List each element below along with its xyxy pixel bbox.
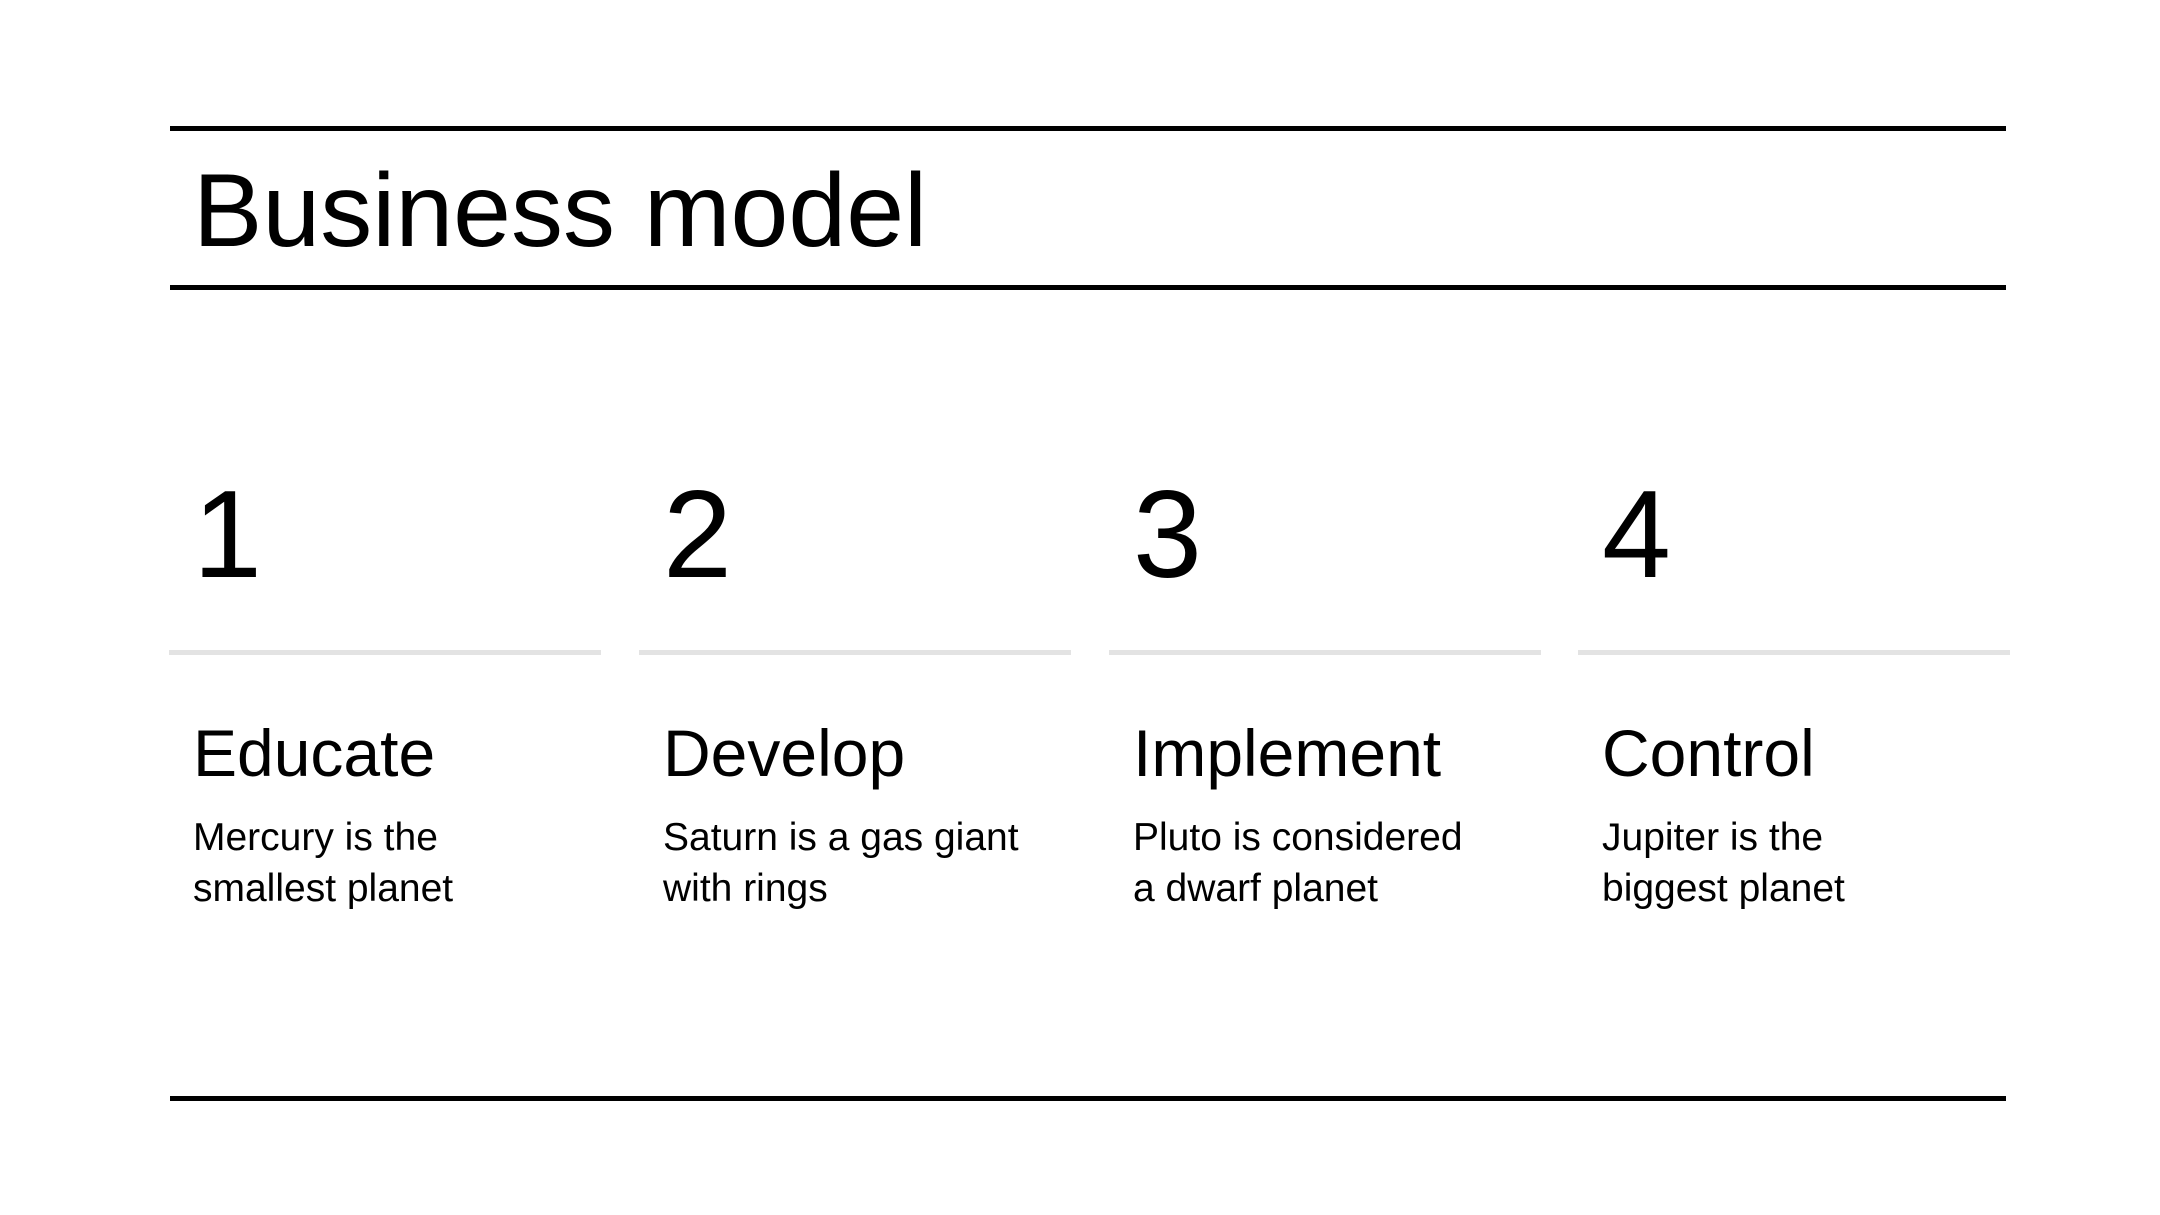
step-description-line: Saturn is a gas giant bbox=[663, 816, 1019, 859]
title-underline-rule bbox=[170, 285, 2006, 290]
step-heading: Educate bbox=[193, 716, 436, 790]
step-description: Mercury is the smallest planet bbox=[193, 812, 613, 914]
step-divider bbox=[639, 650, 1071, 655]
step-description: Pluto is considered a dwarf planet bbox=[1133, 812, 1553, 914]
step-description-line: Pluto is considered bbox=[1133, 816, 1463, 859]
bottom-rule bbox=[170, 1096, 2006, 1101]
step-description: Saturn is a gas giant with rings bbox=[663, 812, 1083, 914]
step-description-line: with rings bbox=[663, 867, 828, 910]
step-heading: Implement bbox=[1133, 716, 1442, 790]
top-rule bbox=[170, 126, 2006, 131]
step-description-line: Jupiter is the bbox=[1602, 816, 1824, 859]
step-heading: Control bbox=[1602, 716, 1815, 790]
step-description-line: biggest planet bbox=[1602, 867, 1845, 910]
step-heading: Develop bbox=[663, 716, 906, 790]
step-card-1: 1 Educate Mercury is the smallest planet bbox=[169, 460, 601, 940]
step-card-2: 2 Develop Saturn is a gas giant with rin… bbox=[639, 460, 1071, 940]
step-description-line: a dwarf planet bbox=[1133, 867, 1378, 910]
slide-title: Business model bbox=[193, 153, 928, 269]
step-card-3: 3 Implement Pluto is considered a dwarf … bbox=[1109, 460, 1541, 940]
step-number: 1 bbox=[193, 466, 262, 604]
step-description-line: smallest planet bbox=[193, 867, 454, 910]
step-number: 3 bbox=[1133, 466, 1202, 604]
step-description: Jupiter is the biggest planet bbox=[1602, 812, 2022, 914]
step-number: 4 bbox=[1602, 466, 1671, 604]
step-divider bbox=[1109, 650, 1541, 655]
step-divider bbox=[169, 650, 601, 655]
step-card-4: 4 Control Jupiter is the biggest planet bbox=[1578, 460, 2010, 940]
step-description-line: Mercury is the bbox=[193, 816, 438, 859]
step-number: 2 bbox=[663, 466, 732, 604]
step-divider bbox=[1578, 650, 2010, 655]
